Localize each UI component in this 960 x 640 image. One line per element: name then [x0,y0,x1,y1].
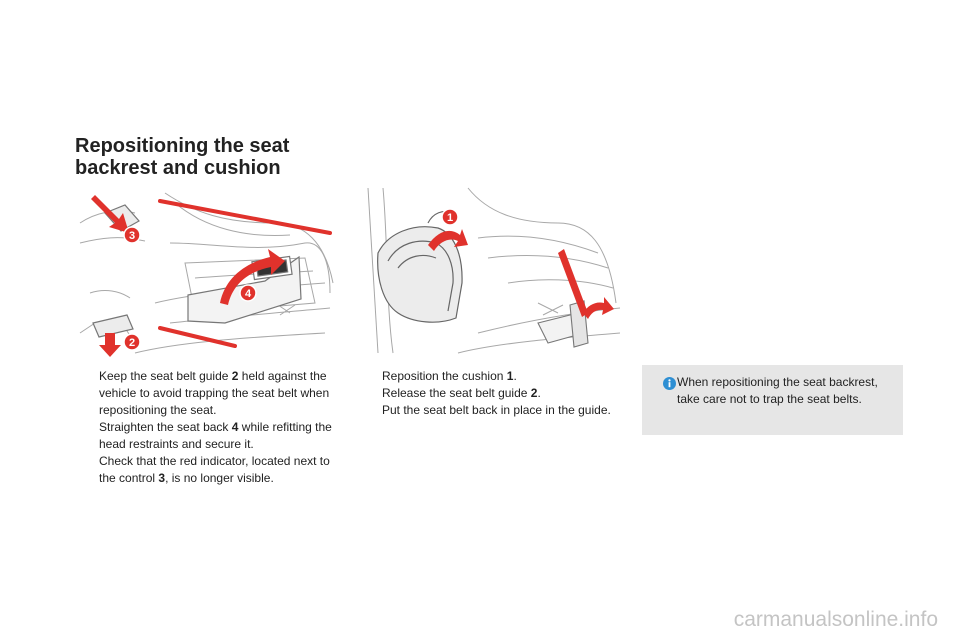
red-guide-line [558,249,588,317]
step-text: while refitting the head restraints and … [99,420,332,451]
callout-3: 3 [123,226,141,244]
list-item: Straighten the seat back 4 while refitti… [75,419,345,453]
step-text: held against the vehicle to avoid trappi… [99,369,330,417]
callout-1: 1 [441,208,459,226]
step-ref: 2 [231,369,239,383]
illustration-seat-backrest: 3 4 2 [75,183,337,357]
arrow-release-guide-icon [99,333,121,357]
step-text: Put the seat belt back in place in the g… [382,403,611,417]
svg-text:1: 1 [447,212,453,224]
step-text: Check that the red indicator, located ne… [99,454,330,485]
svg-text:3: 3 [129,230,135,242]
arrow-release-guide-icon [583,297,614,319]
step-text: Release the seat belt guide [382,386,531,400]
step-ref: 4 [231,420,239,434]
red-guide-line-upper [158,199,332,235]
step-text: , is no longer visible. [165,471,274,485]
info-icon [663,377,676,390]
arrow-raise-backrest-icon [220,249,285,305]
list-item: Check that the red indicator, located ne… [75,453,345,487]
list-item: Reposition the cushion 1. [358,368,628,385]
step-text: Keep the seat belt guide [99,369,232,383]
steps-list-cushion: Reposition the cushion 1. Release the se… [358,368,628,419]
watermark: carmanualsonline.info [733,608,938,631]
arrow-lift-cushion-icon [428,229,468,251]
page-title: Repositioning the seat backrest and cush… [75,135,289,179]
list-item: Keep the seat belt guide 2 held against … [75,368,345,419]
seat-cushion-drawing: 1 [367,187,620,354]
list-item: Put the seat belt back in place in the g… [358,402,628,419]
illustration-seat-cushion: 1 [358,183,620,357]
page-title-line-1: Repositioning the seat [75,135,290,157]
step-ref: 1 [506,369,514,383]
red-guide-line-lower [158,326,237,348]
step-text: Reposition the cushion [382,369,507,383]
callout-4: 4 [239,284,257,302]
callout-2: 2 [123,333,141,351]
step-text: Straighten the seat back [99,420,232,434]
seat-backrest-drawing: 3 4 2 [79,192,334,357]
steps-list-backrest: Keep the seat belt guide 2 held against … [75,368,345,487]
note-text: When repositioning the seat backrest, ta… [677,375,878,406]
page-title-line-2: backrest and cushion [75,157,281,179]
step-ref: 3 [158,471,166,485]
svg-text:4: 4 [245,288,252,300]
list-item: Release the seat belt guide 2. [358,385,628,402]
arrow-press-control-icon [91,195,129,233]
info-note: When repositioning the seat backrest, ta… [642,365,903,435]
svg-text:2: 2 [129,337,135,349]
step-text: . [513,369,517,383]
step-ref: 2 [530,386,538,400]
step-text: . [537,386,541,400]
